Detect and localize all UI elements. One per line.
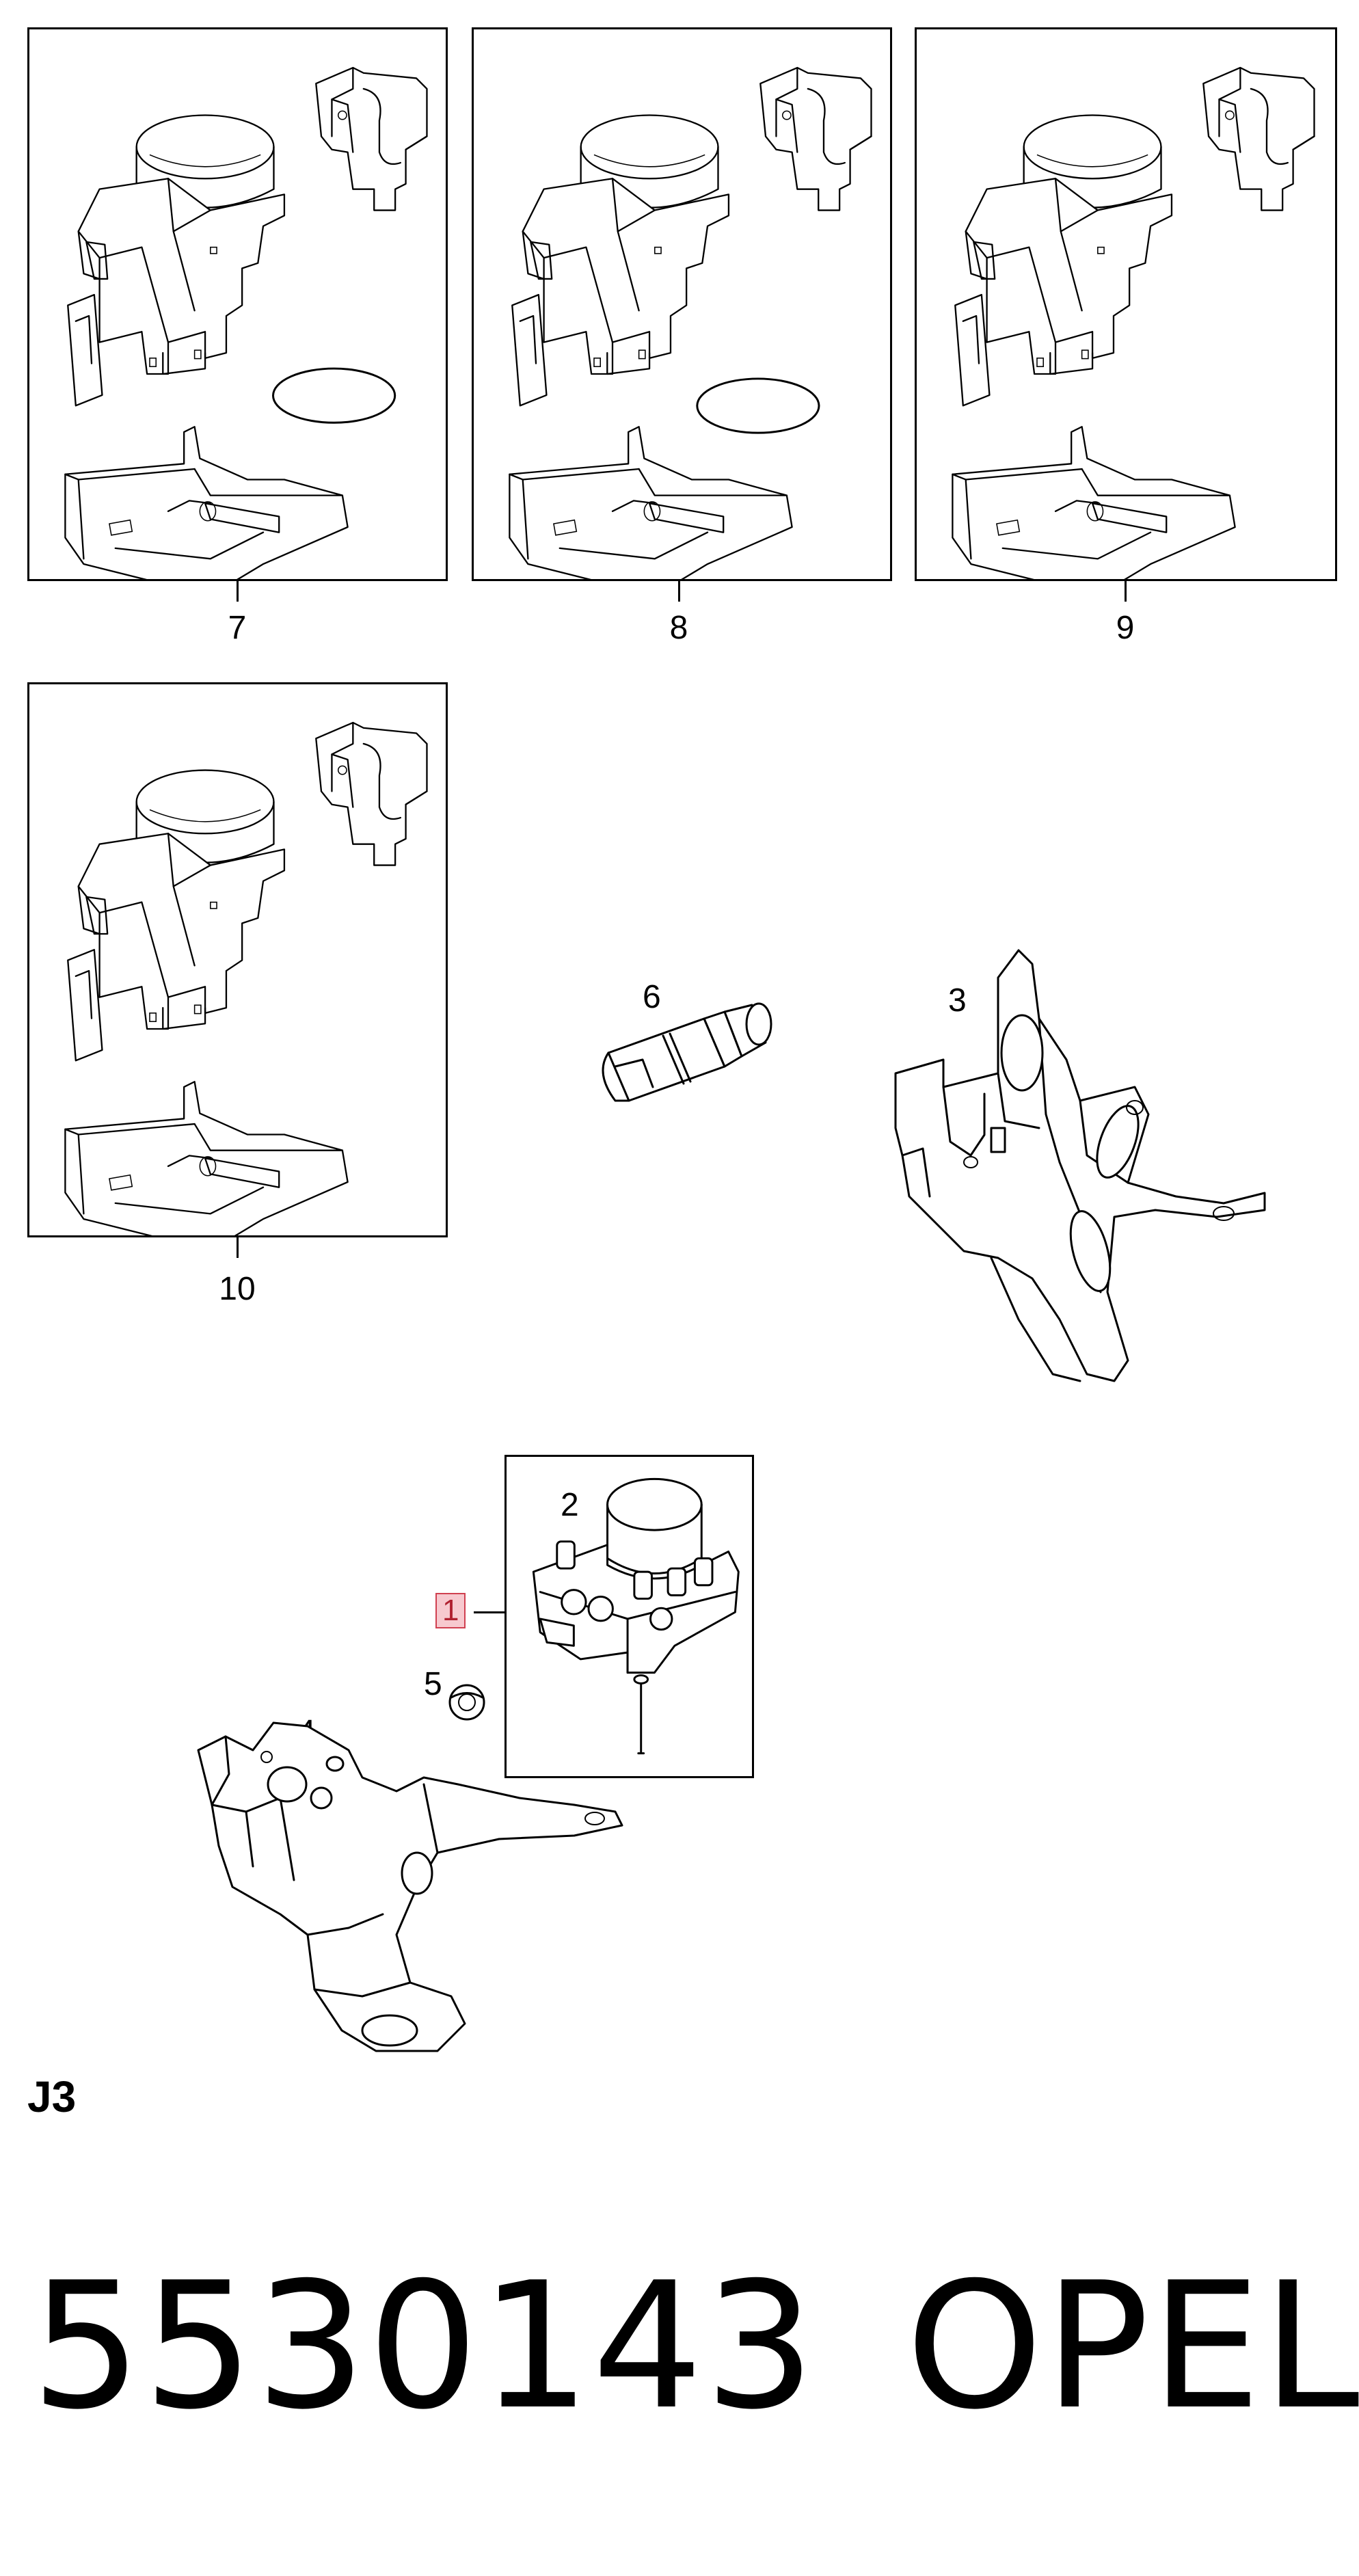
grommet-illustration[interactable]	[443, 1678, 491, 1726]
panel-8-leader	[678, 581, 680, 602]
panel-9-label: 9	[1116, 610, 1135, 646]
panel-7-label: 7	[228, 610, 247, 646]
panel-10-leader	[237, 1237, 239, 1258]
panel-8-label: 8	[669, 610, 688, 646]
module-panel[interactable]	[504, 1455, 754, 1778]
part-number: 5530143	[31, 2245, 817, 2448]
panel-7-leader	[237, 581, 239, 602]
panel-10[interactable]	[27, 682, 448, 1237]
assembly-illustration-8	[509, 66, 872, 579]
right-mounting-bracket-illustration[interactable]	[882, 937, 1278, 1401]
module-top-callout: 2	[561, 1487, 579, 1523]
panel-10-label: 10	[219, 1271, 256, 1307]
brand-name: OPEL	[906, 2245, 1359, 2448]
panel-9[interactable]	[915, 27, 1337, 581]
module-reference-badge[interactable]: 1	[435, 1593, 466, 1628]
grommet-callout: 5	[424, 1666, 442, 1702]
assembly-illustration-10	[64, 721, 428, 1235]
panel-9-leader	[1125, 581, 1127, 602]
module-reference-leader	[474, 1611, 507, 1613]
sensor-callout: 6	[643, 979, 661, 1015]
left-mounting-bracket-illustration[interactable]	[191, 1709, 629, 2065]
hydraulic-module-illustration	[532, 1477, 740, 1755]
assembly-illustration-9	[952, 66, 1315, 579]
section-code: J3	[27, 2072, 77, 2121]
bracket-right-callout: 3	[948, 982, 967, 1019]
panel-8[interactable]	[472, 27, 892, 581]
panel-7[interactable]	[27, 27, 448, 581]
assembly-illustration-7	[64, 66, 428, 579]
pressure-sensor-illustration[interactable]	[588, 991, 779, 1114]
